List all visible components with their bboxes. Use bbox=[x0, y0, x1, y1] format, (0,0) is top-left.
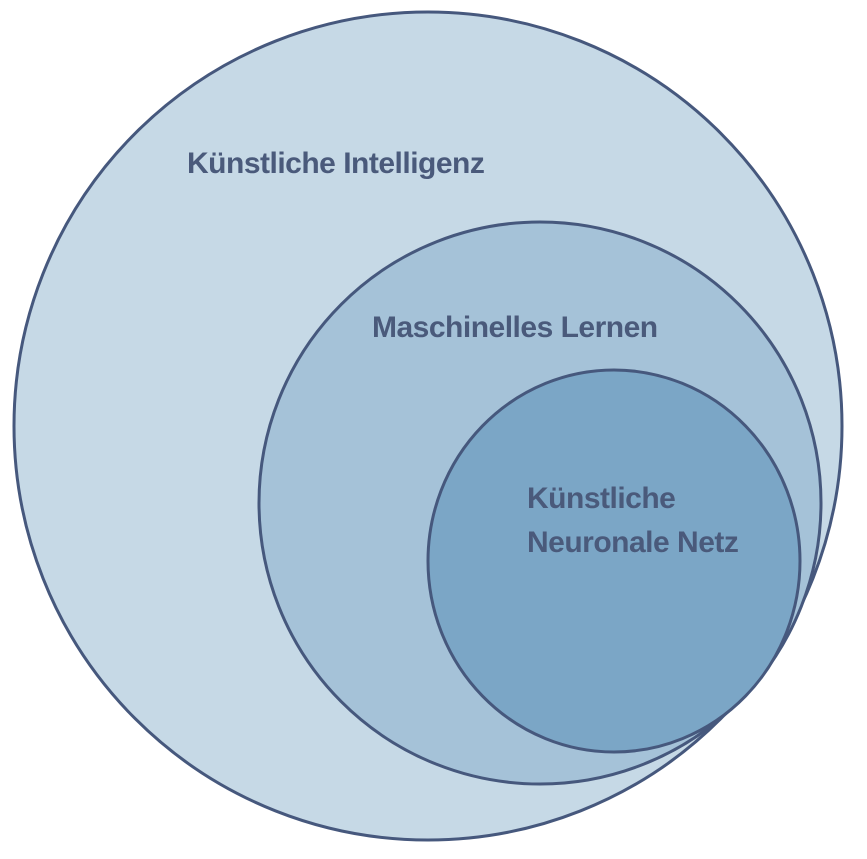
inner-circle bbox=[426, 368, 802, 754]
inner-circle-label-line2: Neuronale Netz bbox=[527, 526, 738, 559]
inner-circle-label-line1: Künstliche bbox=[527, 482, 675, 515]
middle-circle-label: Maschinelles Lernen bbox=[372, 311, 658, 344]
outer-circle-label: Künstliche Intelligenz bbox=[187, 147, 484, 180]
